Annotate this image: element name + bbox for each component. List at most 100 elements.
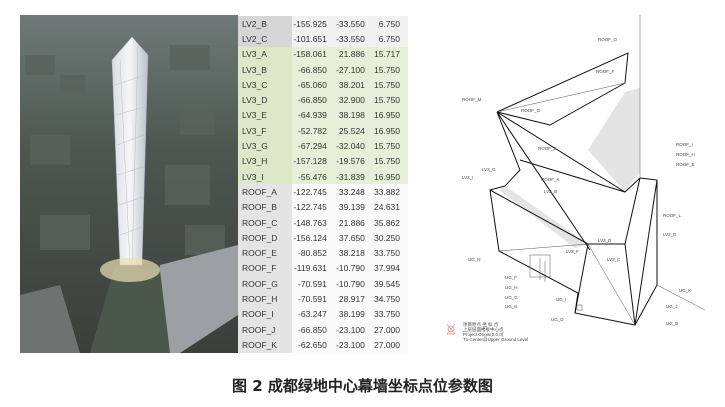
z-coordinate: 27.000 [372, 321, 408, 338]
label-ug-d: UG_D [551, 317, 564, 322]
z-coordinate: 6.750 [372, 16, 408, 32]
x-coordinate: -63.247 [292, 306, 335, 322]
point-name: LV2_C [238, 31, 292, 47]
x-coordinate: -55.476 [292, 168, 335, 185]
x-coordinate: -64.939 [292, 107, 335, 124]
y-coordinate: -10.790 [334, 260, 373, 277]
point-name: LV3_H [238, 153, 292, 169]
z-coordinate: 37.994 [372, 260, 408, 277]
label-ug-n: UG_N [468, 257, 481, 262]
label-roof-i: ROOF_I [676, 142, 693, 147]
y-coordinate: -31.839 [334, 168, 373, 185]
y-coordinate: 33.248 [334, 184, 373, 200]
point-name: LV3_D [238, 92, 292, 108]
x-coordinate: -157.128 [292, 153, 335, 169]
y-coordinate: -33.550 [334, 16, 373, 32]
origin-legend: 项目原点 坐 标 点 上层层面楼板中心点 Project Origin(0,0,… [446, 321, 528, 342]
point-name: ROOF_I [238, 306, 292, 322]
label-roof-k: ROOF_K [541, 177, 560, 182]
y-coordinate: -10.790 [334, 276, 373, 292]
point-name: LV3_B [238, 61, 292, 78]
z-coordinate: 39.545 [372, 276, 408, 292]
x-coordinate: -158.061 [292, 46, 335, 62]
point-name: LV3_F [238, 123, 292, 139]
y-coordinate: -32.040 [334, 138, 373, 154]
label-roof-l: ROOF_L [663, 213, 682, 218]
point-name: LV3_A [238, 46, 292, 62]
point-name: ROOF_K [238, 337, 292, 353]
z-coordinate: 6.750 [372, 31, 408, 47]
y-coordinate: -23.100 [334, 337, 373, 353]
label-roof-g: ROOF_G [521, 108, 541, 113]
x-coordinate: -52.782 [292, 123, 335, 139]
label-lv3-f: LV3_F [566, 249, 579, 254]
x-coordinate: -66.850 [292, 92, 335, 108]
figure-caption: 图 2 成都绿地中心幕墙坐标点位参数图 [232, 377, 493, 395]
label-lv3-i: LV3_I [462, 175, 473, 180]
label-lv3-d: LV3_D [598, 238, 612, 243]
y-coordinate: -19.576 [334, 153, 373, 169]
point-name: ROOF_A [238, 184, 292, 200]
point-name: ROOF_G [238, 276, 292, 292]
x-coordinate: -70.591 [292, 276, 335, 292]
z-coordinate: 15.750 [372, 153, 408, 169]
x-coordinate: -156.124 [292, 230, 335, 246]
y-coordinate: 37.650 [334, 230, 373, 246]
x-coordinate: -122.745 [292, 199, 335, 215]
label-ug-i: UG_I [556, 297, 567, 302]
z-coordinate: 16.950 [372, 107, 408, 124]
x-coordinate: -101.651 [292, 31, 335, 47]
x-coordinate: -67.294 [292, 138, 335, 154]
label-ug-f: UG_F [505, 275, 517, 280]
label-roof-m: ROOF_M [462, 97, 482, 102]
label-ug-e: UG_E [505, 304, 517, 309]
y-coordinate: 38.201 [334, 77, 373, 93]
label-ug-j: UG_J [666, 304, 678, 309]
point-name: LV3_G [238, 138, 292, 154]
legend-line-2: 上层层面楼板中心点 [463, 326, 504, 333]
x-coordinate: -70.591 [292, 291, 335, 307]
x-coordinate: -119.631 [292, 260, 335, 277]
tower-aerial-rendering [20, 15, 238, 353]
label-roof-f: ROOF_F [596, 69, 615, 74]
x-coordinate: -62.650 [292, 337, 335, 353]
y-coordinate: 38.218 [334, 245, 373, 261]
y-coordinate: -27.100 [334, 61, 373, 78]
label-roof-e: ROOF_E [676, 162, 695, 167]
label-ug-h: UG_H [505, 285, 518, 290]
z-coordinate: 15.750 [372, 61, 408, 78]
z-coordinate: 16.950 [372, 123, 408, 139]
y-coordinate: -23.100 [334, 321, 373, 338]
y-coordinate: 21.886 [334, 214, 373, 231]
label-ug-g: UG_G [505, 295, 518, 300]
z-coordinate: 27.000 [372, 337, 408, 353]
point-name: ROOF_H [238, 291, 292, 307]
point-name: ROOF_J [238, 321, 292, 338]
point-name: LV3_I [238, 168, 292, 185]
label-roof-h: ROOF_H [676, 152, 695, 157]
z-coordinate: 15.750 [372, 92, 408, 108]
x-coordinate: -155.925 [292, 16, 335, 32]
x-coordinate: -122.745 [292, 184, 335, 200]
label-roof-j: ROOF_J [538, 146, 556, 151]
y-coordinate: 38.198 [334, 107, 373, 124]
z-coordinate: 15.750 [372, 138, 408, 154]
point-name: LV2_B [238, 16, 292, 32]
